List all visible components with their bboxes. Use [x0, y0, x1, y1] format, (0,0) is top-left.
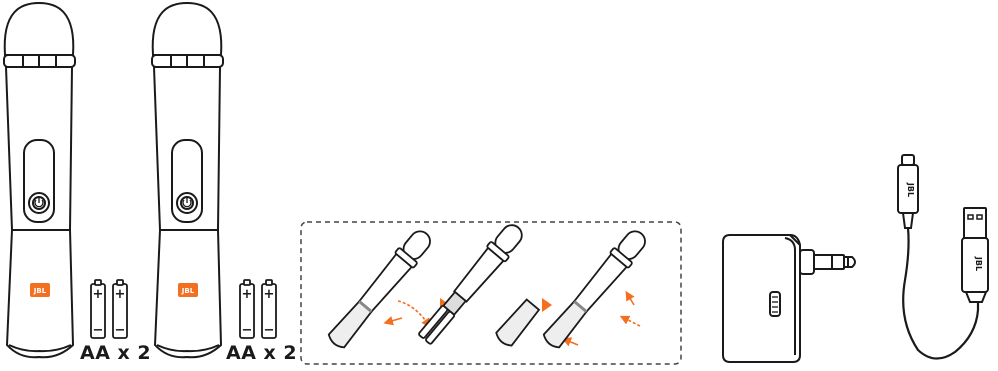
audio-jack [799, 249, 856, 275]
arrow-icon [383, 316, 403, 326]
brand-badge-text: JBL [181, 287, 195, 295]
svg-text:−: − [264, 323, 275, 338]
usb-cable: JBL JBL [897, 154, 989, 360]
aa-batteries-1: + − + − [90, 279, 128, 339]
control-panel [171, 139, 203, 223]
svg-text:+: + [264, 287, 275, 302]
brand-badge [30, 283, 50, 297]
microphone-body [152, 66, 222, 231]
instructions-dashed-box [300, 221, 682, 365]
cable-cord [902, 227, 980, 360]
arrow-icon [619, 315, 641, 327]
micro-usb-plug: JBL [897, 154, 919, 229]
microphone-lower-body [153, 229, 223, 359]
install-step-3-microphone [542, 230, 646, 349]
battery-count-label: AA x 2 [80, 342, 152, 364]
usb-a-plug: JBL [961, 207, 989, 303]
svg-text:JBL: JBL [974, 256, 983, 271]
svg-text:+: + [93, 287, 104, 302]
microphone-body [4, 66, 74, 231]
svg-text:+: + [242, 287, 253, 302]
svg-text:JBL: JBL [906, 182, 915, 197]
aa-battery: + − [112, 279, 128, 339]
control-panel [23, 139, 55, 223]
aa-battery: + − [261, 279, 277, 339]
microphone-grille [151, 1, 223, 56]
brand-badge [178, 283, 198, 297]
microphone-lower-body [5, 229, 75, 359]
svg-text:−: − [242, 323, 253, 338]
arrow-icon [625, 290, 635, 306]
arrow-icon [561, 337, 579, 347]
aa-battery: + − [239, 279, 255, 339]
power-icon [28, 192, 50, 214]
svg-text:−: − [93, 323, 104, 338]
step-arrow-icon [542, 298, 552, 312]
aa-battery: + − [90, 279, 106, 339]
microphone-2: JBL [151, 1, 224, 359]
svg-text:−: − [115, 323, 126, 338]
power-icon [176, 192, 198, 214]
battery-count-label: AA x 2 [226, 342, 298, 364]
svg-text:+: + [115, 287, 126, 302]
install-step-2-microphone [418, 224, 579, 347]
arrow-icon [397, 300, 431, 328]
brand-badge-text: JBL [33, 287, 47, 295]
wireless-receiver [722, 234, 856, 363]
install-step-1-microphone [327, 230, 431, 349]
microphone-1: JBL [3, 1, 76, 359]
microphone-grille [3, 1, 75, 56]
aa-batteries-2: + − + − [239, 279, 277, 339]
